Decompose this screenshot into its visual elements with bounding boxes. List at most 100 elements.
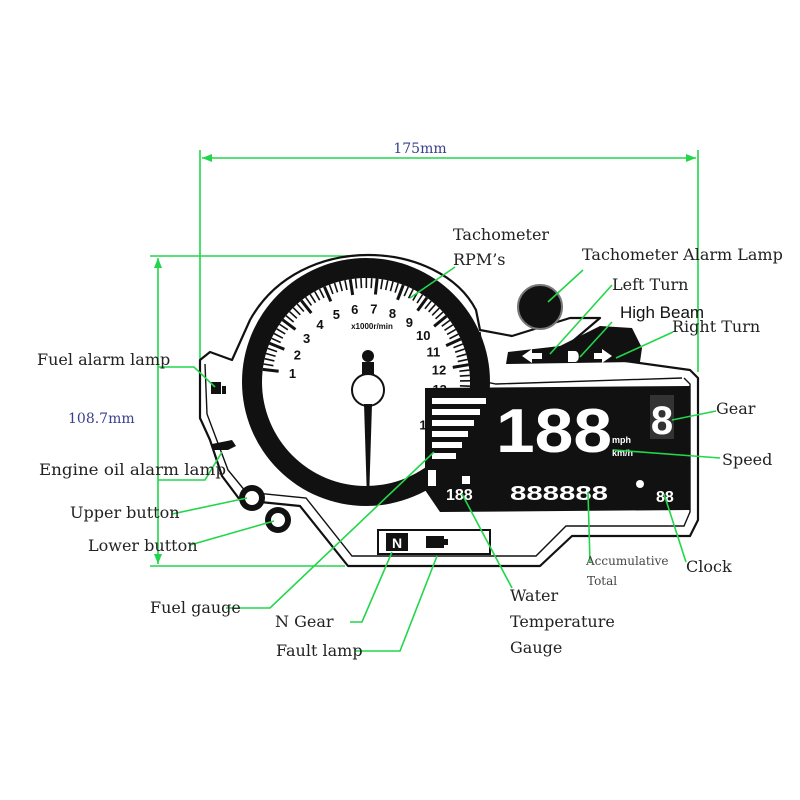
tachometer-minor-tick xyxy=(276,328,286,335)
tachometer-minor-tick xyxy=(416,294,424,304)
tachometer-minor-tick xyxy=(354,278,358,289)
tachometer-minor-tick xyxy=(309,293,317,304)
fuel-gauge-bars xyxy=(432,398,486,459)
tachometer-minor-tick xyxy=(380,279,384,290)
water-temp-digits: 188 xyxy=(446,487,473,504)
tachometer-major-tick xyxy=(452,363,469,369)
tachometer-minor-tick xyxy=(305,296,313,306)
fuel-gauge-bar xyxy=(432,442,462,448)
callout-labels: Tachometer RPM’s Tachometer Alarm Lamp L… xyxy=(37,225,783,660)
tachometer-minor-tick xyxy=(389,281,394,292)
tachometer-minor-tick xyxy=(296,303,305,313)
tachometer-number: 8 xyxy=(389,306,396,321)
label-fault-lamp: Fault lamp xyxy=(276,641,363,660)
tachometer-minor-tick xyxy=(446,328,457,336)
tachometer-minor-tick xyxy=(314,291,321,301)
label-n-gear: N Gear xyxy=(275,612,334,631)
leader-lines xyxy=(158,266,721,652)
tachometer-needle xyxy=(364,404,372,500)
tachometer-minor-tick xyxy=(328,284,334,295)
fuel-gauge-bar xyxy=(432,398,486,404)
tachometer-major-tick xyxy=(281,318,297,331)
label-lower-button: Lower button xyxy=(88,536,198,555)
tachometer-number: 10 xyxy=(416,328,430,343)
label-upper-button: Upper button xyxy=(70,503,180,522)
label-accumulative: Accumulative xyxy=(585,554,668,568)
tachometer-minor-tick xyxy=(428,303,436,313)
tachometer-minor-tick xyxy=(267,347,278,353)
n-gear-indicator: N xyxy=(392,535,402,551)
tachometer-minor-tick xyxy=(273,332,284,339)
tachometer-unit: x1000r/min xyxy=(351,322,393,331)
tachometer-minor-tick xyxy=(444,324,454,332)
tachometer-minor-tick xyxy=(318,288,325,299)
clock-icon xyxy=(636,480,644,488)
tachometer-major-tick xyxy=(348,278,355,296)
label-left-turn: Left Turn xyxy=(612,275,688,294)
tachometer-minor-tick xyxy=(453,343,464,349)
tachometer-minor-tick xyxy=(279,323,289,331)
tachometer-major-tick xyxy=(416,296,429,312)
label-total: Total xyxy=(587,574,617,588)
tachometer-minor-tick xyxy=(457,358,468,363)
tachometer-minor-tick xyxy=(338,281,343,292)
speed-digits: 188 xyxy=(496,397,612,466)
tachometer-number: 12 xyxy=(432,363,446,378)
label-gear: Gear xyxy=(716,399,756,418)
fuel-gauge-bar xyxy=(432,431,468,437)
tachometer-minor-tick xyxy=(449,333,459,340)
tachometer-minor-tick xyxy=(263,363,274,367)
speed-unit-top: mph xyxy=(612,435,631,445)
tachometer-number: 4 xyxy=(316,317,324,332)
tachometer-minor-tick xyxy=(384,280,389,291)
label-water: Water xyxy=(510,586,558,605)
tachometer-number: 5 xyxy=(333,307,340,322)
tachometer-major-tick xyxy=(433,314,448,328)
tachometer-major-tick xyxy=(268,341,285,351)
tachometer-number: 3 xyxy=(303,331,310,346)
label-rpm: RPM’s xyxy=(453,250,506,269)
tachometer-minor-tick xyxy=(441,319,451,327)
tachometer-minor-tick xyxy=(292,307,301,316)
tachometer-minor-tick xyxy=(265,352,276,357)
tachometer-major-tick xyxy=(323,286,333,302)
right-turn-icon xyxy=(594,349,612,363)
upper-button[interactable] xyxy=(239,485,265,511)
tachometer-minor-tick xyxy=(333,282,339,293)
fuel-alarm-lamp-icon xyxy=(211,382,226,394)
tachometer-minor-tick xyxy=(264,357,275,362)
tachometer-minor-tick xyxy=(288,310,298,319)
tachometer-number: 1 xyxy=(289,366,296,381)
fuel-gauge-bar xyxy=(432,420,474,426)
label-right-turn: Right Turn xyxy=(672,317,760,336)
tachometer-minor-tick xyxy=(271,337,282,344)
tachometer-number: 11 xyxy=(427,344,441,359)
fuel-gauge-bar xyxy=(432,409,480,415)
tachometer-number: 2 xyxy=(294,347,301,362)
tachometer-major-tick xyxy=(445,337,462,347)
engine-oil-alarm-icon xyxy=(212,440,236,450)
engine-fault-icon xyxy=(426,536,448,548)
high-beam-icon xyxy=(568,351,579,362)
label-temperature: Temperature xyxy=(510,612,615,631)
lcd-panel: 188 mph km/h 8 188 888888 88 xyxy=(425,386,690,512)
tachometer-minor-tick xyxy=(370,278,373,289)
label-high-beam: High Beam xyxy=(620,303,704,322)
tachometer-minor-tick xyxy=(403,286,409,297)
tachometer-major-tick xyxy=(300,299,313,314)
tachometer-major-tick xyxy=(396,284,405,301)
speed-unit-bottom: km/h xyxy=(612,448,633,458)
fuel-gauge-bar xyxy=(432,453,456,459)
tachometer-minor-tick xyxy=(454,348,465,353)
tachometer-number: 6 xyxy=(351,302,358,317)
label-tachometer: Tachometer xyxy=(453,225,549,244)
height-dimension-label: 108.7mm xyxy=(68,411,135,427)
label-fuel-gauge: Fuel gauge xyxy=(150,598,241,617)
water-temp-icon xyxy=(462,476,470,484)
tachometer-minor-tick xyxy=(344,279,348,291)
gear-digit: 8 xyxy=(651,399,673,443)
fuel-pump-icon xyxy=(428,470,436,486)
label-engine-oil: Engine oil alarm lamp xyxy=(39,460,226,479)
lower-button[interactable] xyxy=(265,507,291,533)
